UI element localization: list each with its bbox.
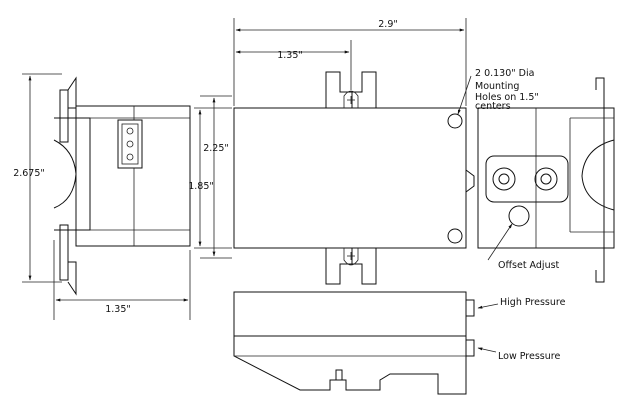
mounting-note-line2: Mounting: [475, 81, 519, 92]
offset-adjust-label: Offset Adjust: [498, 260, 560, 271]
dim-body-height-label: 2.25": [203, 143, 229, 154]
dim-overall-width: [233, 18, 467, 106]
low-pressure-label: Low Pressure: [498, 351, 560, 362]
dim-overall-width-label: 2.9": [378, 19, 397, 30]
bottom-front-view: [233, 291, 475, 395]
high-pressure-label: High Pressure: [500, 297, 566, 308]
mounting-note-line3: Holes on 1.5": [475, 92, 539, 103]
dim-top-offset-label: 1.35": [277, 50, 303, 61]
dim-side-height-label: 2.675": [13, 168, 45, 179]
center-top-view: [233, 71, 475, 285]
mounting-note-line4: centers: [475, 101, 511, 112]
dim-inner-height-label: 1.85": [188, 181, 214, 192]
right-end-view: [477, 77, 615, 283]
left-side-view: [53, 76, 191, 296]
dim-body-heights: [194, 95, 232, 259]
dim-top-offset: [235, 40, 352, 90]
dim-side-width-label: 1.35": [105, 304, 131, 315]
dim-side-height: [22, 73, 62, 283]
dim-side-width: [53, 240, 191, 320]
mounting-note-line1: 2 0.130" Dia: [475, 68, 534, 79]
